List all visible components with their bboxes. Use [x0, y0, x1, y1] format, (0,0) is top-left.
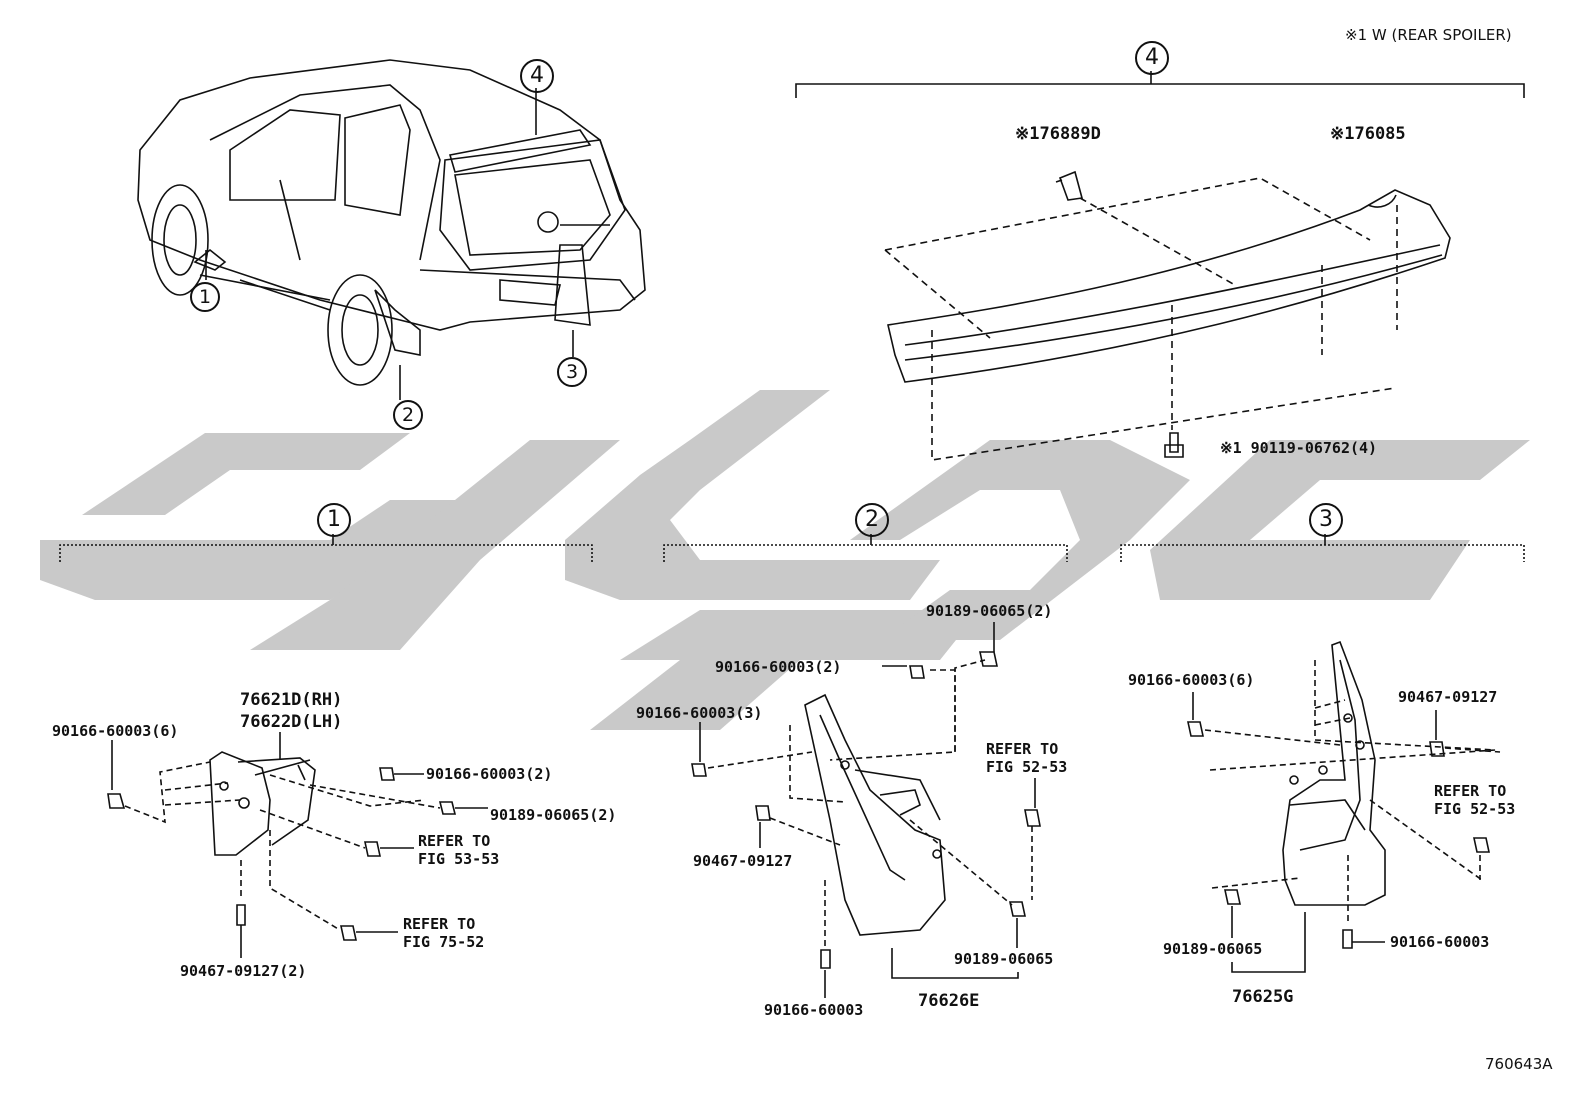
g3-refer-line2: FIG 52-53	[1434, 800, 1516, 818]
g2-nut-right: 90189-06065	[954, 950, 1054, 968]
spoiler-bolt-part: ※1 90119-06762(4)	[1220, 439, 1378, 457]
g3-screw-right: 90166-60003	[1390, 933, 1490, 951]
g1-screw-left: 90166-60003(6)	[52, 722, 179, 740]
g1-refer-a-line2: FIG 53-53	[418, 850, 500, 868]
group3-leaders	[1192, 692, 1437, 973]
group2-leaders	[699, 622, 1036, 998]
callout-4-spoiler: 4	[1135, 41, 1169, 75]
spoiler-clip-part: ※176889D	[1015, 124, 1101, 144]
callout-3-vehicle: 3	[557, 357, 587, 387]
line-art	[59, 59, 1525, 998]
group3-guide-lines	[1204, 660, 1501, 925]
g2-refer-line1: REFER TO	[986, 740, 1059, 758]
g1-nut-top: 90189-06065(2)	[490, 806, 617, 824]
group1-guide-lines	[124, 761, 441, 931]
g3-clip-right: 90467-09127	[1398, 688, 1498, 706]
callout-2-group: 2	[855, 503, 889, 537]
g1-mudguard-rh: 76621D(RH)	[240, 690, 343, 710]
g1-clip-bottom: 90467-09127(2)	[180, 962, 307, 980]
g1-screw-top: 90166-60003(2)	[426, 765, 553, 783]
mudguard-group3	[1187, 640, 1490, 949]
g3-refer-line1: REFER TO	[1434, 782, 1507, 800]
mudguard-group2	[691, 651, 1041, 969]
callout-1-vehicle: 1	[190, 282, 220, 312]
g2-nut-top: 90189-06065(2)	[926, 602, 1053, 620]
header-note: ※1 W (REAR SPOILER)	[1345, 26, 1512, 44]
group1-leaders	[111, 732, 488, 958]
spoiler-part: ※176085	[1330, 124, 1406, 144]
g2-refer-line2: FIG 52-53	[986, 758, 1068, 776]
callout-1-group: 1	[317, 503, 351, 537]
rear-spoiler	[887, 170, 1451, 458]
callout-3-group: 3	[1309, 503, 1343, 537]
g2-mudguard: 76626E	[918, 991, 980, 1011]
group2-guide-lines	[707, 659, 1033, 948]
g2-clip-left: 90467-09127	[693, 852, 793, 870]
g1-mudguard-lh: 76622D(LH)	[240, 712, 343, 732]
callout-4-vehicle: 4	[520, 59, 554, 93]
g2-screw-left: 90166-60003(3)	[636, 704, 763, 722]
g2-screw-bottom: 90166-60003	[764, 1001, 864, 1019]
g1-refer-b-line2: FIG 75-52	[403, 933, 485, 951]
g3-screw-left: 90166-60003(6)	[1128, 671, 1255, 689]
spoiler-guide-lines	[884, 177, 1398, 461]
vehicle-illustration	[137, 59, 646, 386]
g3-nut-left: 90189-06065	[1163, 940, 1263, 958]
callout-2-vehicle: 2	[393, 400, 423, 430]
g3-mudguard: 76625G	[1232, 987, 1294, 1007]
g2-screw-top: 90166-60003(2)	[715, 658, 842, 676]
g1-refer-b-line1: REFER TO	[403, 915, 476, 933]
figure-id: 760643A	[1485, 1055, 1553, 1073]
g1-refer-a-line1: REFER TO	[418, 832, 491, 850]
